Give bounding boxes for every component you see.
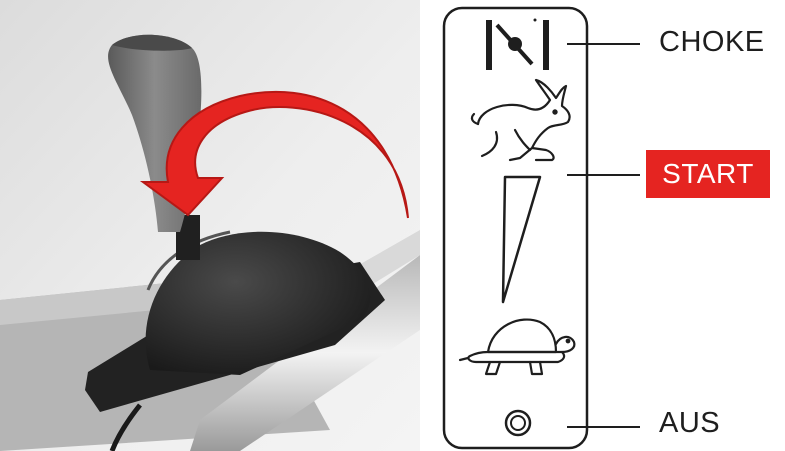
- choke-icon: [486, 19, 549, 71]
- off-icon: [506, 411, 530, 435]
- tortoise-icon: [460, 320, 574, 374]
- hare-icon: [472, 80, 570, 160]
- start-label: START: [646, 150, 770, 198]
- aus-label: AUS: [659, 409, 720, 438]
- throttle-lever-photo: [0, 0, 420, 451]
- throttle-wedge-icon: [503, 177, 540, 302]
- choke-label: CHOKE: [659, 28, 765, 57]
